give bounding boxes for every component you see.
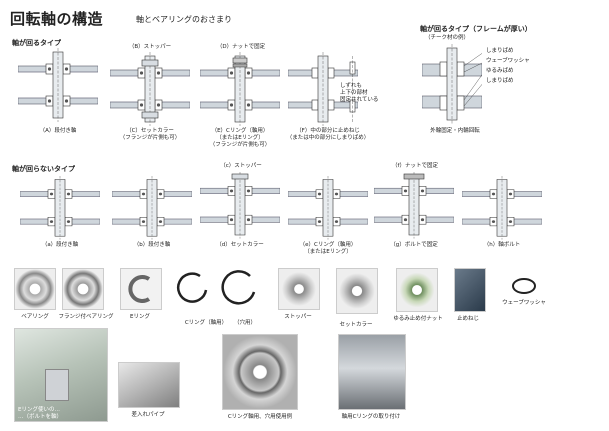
- caption2-fixed-e: （またはEリング）: [304, 249, 352, 255]
- callout-2: ウェーブワッシャ: [486, 58, 530, 64]
- callout-1: しまりばめ: [486, 48, 514, 54]
- top-label-fixed-f: （f）ナットで固定: [392, 163, 438, 169]
- lock-nut-image: [396, 268, 438, 312]
- page-subtitle: 軸とベアリングのおさまり: [136, 15, 232, 24]
- part-set-collar-label: セットカラー: [339, 322, 373, 328]
- part-stopper-label: ストッパー: [284, 314, 312, 320]
- caption2-rotating-f: （または中の部分にしまりばめ）: [286, 135, 370, 141]
- caption-rotating-f: （F）中の部分に止めねじ: [296, 128, 360, 134]
- caption2-rotating-e: （またはEリング）: [216, 135, 264, 141]
- section-fixed-label: 軸が回らないタイプ: [12, 165, 75, 173]
- diagram-rotating-f: [288, 52, 358, 128]
- e-ring-shaft-photo-caption2: …（ボルトを軸）: [18, 414, 63, 420]
- e-ring-shaft-photo-caption: Eリング使いの…: [18, 407, 60, 413]
- caption-fixed-h: （h）軸ボルト: [483, 242, 521, 248]
- caption-fixed-d: （d）セットカラー: [216, 242, 264, 248]
- c-ring-mount-photo-caption: 軸用Cリングの取り付け: [341, 414, 401, 420]
- page-title: 回転軸の構造: [10, 10, 104, 28]
- stopper-image: [278, 268, 320, 310]
- callout-3: ゆるみばめ: [486, 68, 514, 74]
- set-collar-image: [336, 268, 378, 314]
- part-c-ring-hole-label: （穴用）: [233, 320, 256, 326]
- part-lock-nut-label: ゆるみ止め付ナット: [393, 316, 443, 322]
- part-e-ring-label: Eリング: [130, 314, 150, 320]
- note-rotating-f-1: しずれも: [340, 83, 362, 89]
- c-ring-usage-photo-caption: Cリング軸用、穴用使用例: [227, 414, 293, 420]
- part-bearing-label: ベアリング: [21, 314, 49, 320]
- inserted-pipe-photo: [118, 362, 180, 408]
- note-rotating-f-2: 上下の部材: [340, 90, 368, 96]
- bearing-image: [14, 268, 56, 310]
- inserted-pipe-photo-caption: 差入れパイプ: [131, 412, 165, 418]
- e-ring-shaft-photo: [14, 328, 108, 422]
- diagram-rotating-a: [18, 48, 98, 124]
- c-ring-hole-image: [220, 268, 260, 312]
- top-label-fixed-c: （c）ストッパー: [220, 163, 262, 169]
- part-set-screw-label: 止めねじ: [456, 316, 479, 322]
- frame-thick-label: 軸が回るタイプ（フレームが厚い）: [420, 25, 532, 33]
- wave-washer-image: [510, 276, 538, 300]
- caption3-rotating-e: （フランジが片側も可）: [209, 142, 271, 148]
- note-rotating-f-3: 固定されている: [340, 97, 379, 103]
- caption-rotating-a: （A）段付き軸: [39, 128, 77, 134]
- caption-rotating-c: （C）セットカラー: [126, 128, 174, 134]
- diagram-rotating-frame: [422, 44, 482, 124]
- diagram-fixed-g: [374, 172, 454, 240]
- top-label-rotating-d: （D）ナットで固定: [216, 44, 266, 50]
- frame-thick-sub: （チーク材の例）: [425, 35, 470, 41]
- part-wave-washer-label: ウェーブワッシャ: [502, 300, 546, 306]
- set-screw-image: [454, 268, 486, 312]
- e-ring-image: [120, 268, 162, 310]
- caption-fixed-a: （a）段付き軸: [41, 242, 79, 248]
- diagram-fixed-d: [200, 172, 280, 240]
- section-rotating-label: 軸が回るタイプ: [12, 39, 61, 47]
- diagram-fixed-e: [288, 176, 368, 240]
- top-label-rotating-b: （B）ストッパー: [128, 44, 172, 50]
- caption-rotating-e: （E）Cリング（軸用）: [211, 128, 269, 134]
- c-ring-shaft-image: [176, 270, 212, 312]
- caption-fixed-b: （b）段付き軸: [133, 242, 171, 248]
- c-ring-usage-photo: [222, 334, 298, 410]
- c-ring-mount-photo: [338, 334, 406, 410]
- diagram-rotating-e: [200, 52, 280, 128]
- part-flange-bearing-label: フランジ付ベアリング: [58, 314, 114, 320]
- caption-rotating-frame: 外輪固定・内輪回転: [430, 128, 480, 134]
- caption2-rotating-c: （フランジが片側も可）: [119, 135, 181, 141]
- flange-bearing-image: [62, 268, 104, 310]
- caption-fixed-e: （e）Cリング（軸用）: [299, 242, 357, 248]
- diagram-fixed-a: [20, 176, 100, 240]
- caption-fixed-g: （g）ボルトで固定: [390, 242, 438, 248]
- diagram-rotating-c: [110, 52, 190, 128]
- part-c-ring-shaft-label: Cリング（軸用）: [184, 320, 228, 326]
- diagram-fixed-b: [112, 176, 192, 240]
- diagram-fixed-h: [462, 176, 542, 240]
- callout-4: しまりばめ: [486, 78, 514, 84]
